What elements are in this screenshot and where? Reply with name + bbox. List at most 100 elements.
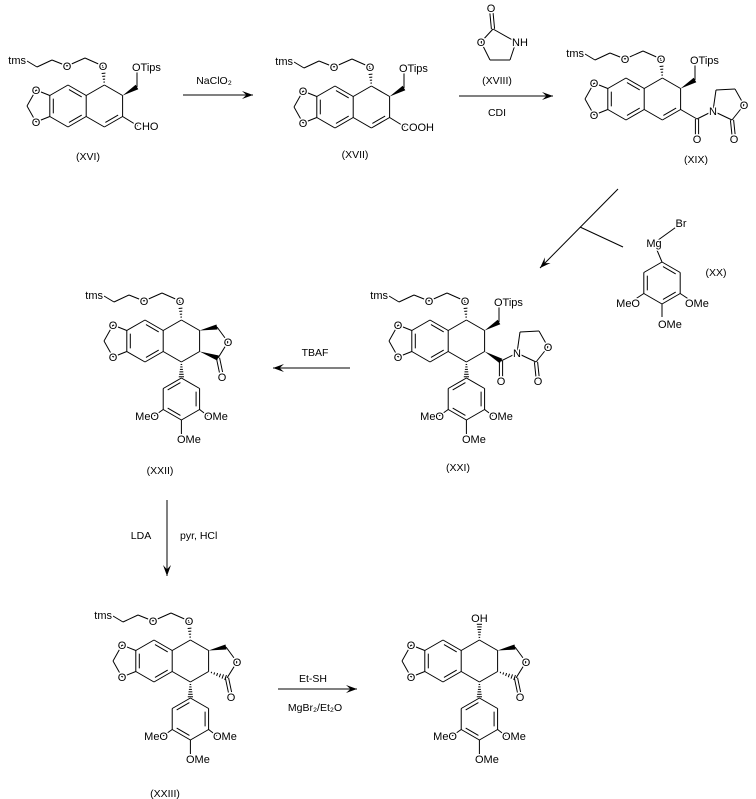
- hash-bond-line: [505, 672, 508, 677]
- bond: [398, 294, 415, 303]
- bond: [371, 117, 390, 129]
- oxygen-atom-label: O: [176, 296, 185, 308]
- oxygen-atom-label: O: [109, 320, 118, 332]
- cho-label: CHO: [134, 121, 159, 133]
- bond: [424, 639, 444, 651]
- double-bond-line: [465, 727, 479, 736]
- bond: [112, 324, 127, 331]
- bond: [318, 60, 335, 68]
- hash-bond-line: [513, 674, 516, 681]
- arrow-head: [273, 364, 284, 372]
- bond: [302, 90, 317, 97]
- bond: [643, 261, 663, 273]
- oxygen-atom-label: O: [118, 672, 127, 684]
- double-bond-line: [154, 669, 168, 678]
- reagent-tbaf: TBAF: [302, 347, 329, 359]
- wedge-bond: [497, 644, 516, 651]
- methoxy-label: OMe: [658, 319, 682, 331]
- oxygen-atom-label: O: [740, 100, 749, 112]
- hash-bond-line: [502, 672, 505, 675]
- double-bond-line: [105, 114, 119, 123]
- bond: [293, 90, 304, 108]
- bond: [607, 109, 627, 121]
- reaction-arrow-oxidation: NaClO₂: [183, 74, 253, 99]
- bond: [515, 661, 527, 679]
- arrow-head: [540, 257, 551, 268]
- bond: [460, 697, 480, 709]
- oxygen-atom-label: O: [657, 54, 666, 66]
- oxygen-atom-label: O: [224, 337, 233, 349]
- bond: [153, 671, 173, 683]
- bond: [643, 77, 663, 89]
- methoxy-label: OMe: [213, 731, 237, 743]
- bond: [466, 319, 485, 331]
- bond: [190, 671, 209, 683]
- methoxy-label: MeO: [135, 411, 159, 423]
- oxygen-atom-label: O: [218, 372, 227, 384]
- double-bond-line: [465, 702, 479, 711]
- bond: [428, 292, 448, 302]
- arrow-head: [163, 565, 171, 576]
- bond: [661, 261, 681, 273]
- bond: [389, 117, 406, 128]
- bond: [137, 614, 154, 622]
- methoxy-label: MeO: [433, 731, 457, 743]
- oxygen-atom-label: O: [118, 640, 127, 652]
- oxygen-atom-label: O: [99, 61, 108, 73]
- oxygen-atom-label: O: [522, 657, 531, 669]
- double-bond-line: [452, 407, 466, 416]
- reaction-arrow-grignard: [539, 188, 619, 269]
- bond: [442, 639, 462, 651]
- otips-label: OTips: [690, 55, 719, 67]
- bond: [122, 614, 139, 623]
- reagent-etsh: Et-SH: [299, 673, 327, 685]
- bond: [126, 319, 146, 331]
- double-bond-line: [167, 407, 181, 416]
- hash-bond-line: [224, 674, 227, 681]
- methoxy-label: MeO: [420, 411, 444, 423]
- bond: [153, 409, 164, 417]
- bond: [642, 50, 662, 60]
- bond: [413, 294, 430, 302]
- bond: [170, 612, 190, 622]
- bond: [446, 292, 466, 302]
- oxygen-atom-label: O: [394, 320, 403, 332]
- oxygen-atom-label: O: [366, 62, 375, 74]
- bond: [190, 729, 209, 741]
- bromine-label: Br: [676, 218, 687, 230]
- bond: [103, 324, 114, 342]
- bond: [500, 352, 518, 362]
- bond: [112, 351, 127, 358]
- methoxy-label: OMe: [489, 411, 513, 423]
- bond: [293, 61, 305, 69]
- bond: [293, 106, 304, 124]
- oxygen-atom-label: O: [425, 296, 434, 308]
- bond: [190, 697, 209, 709]
- bond: [429, 351, 449, 363]
- bond: [653, 242, 663, 263]
- bond: [410, 644, 425, 651]
- bond: [121, 671, 136, 678]
- hash-bond-line: [221, 674, 224, 679]
- double-bond-line: [145, 349, 159, 358]
- bond: [388, 324, 399, 342]
- bond: [316, 117, 336, 129]
- reagent-pyr-hcl: pyr, HCl: [180, 530, 217, 542]
- bond: [712, 110, 733, 121]
- bond: [371, 85, 390, 97]
- bond: [480, 41, 491, 61]
- bond: [715, 88, 736, 91]
- oxygen-atom-label: O: [477, 37, 486, 49]
- bond: [447, 351, 467, 363]
- oxygen-atom-label: O: [63, 61, 72, 73]
- bond: [411, 351, 431, 363]
- bond: [66, 57, 86, 67]
- bond: [112, 644, 123, 662]
- bond: [26, 60, 38, 68]
- double-bond-line: [662, 291, 676, 300]
- bond: [653, 224, 680, 244]
- double-bond-line: [452, 382, 466, 391]
- oxygen-atom-label: O: [544, 342, 553, 354]
